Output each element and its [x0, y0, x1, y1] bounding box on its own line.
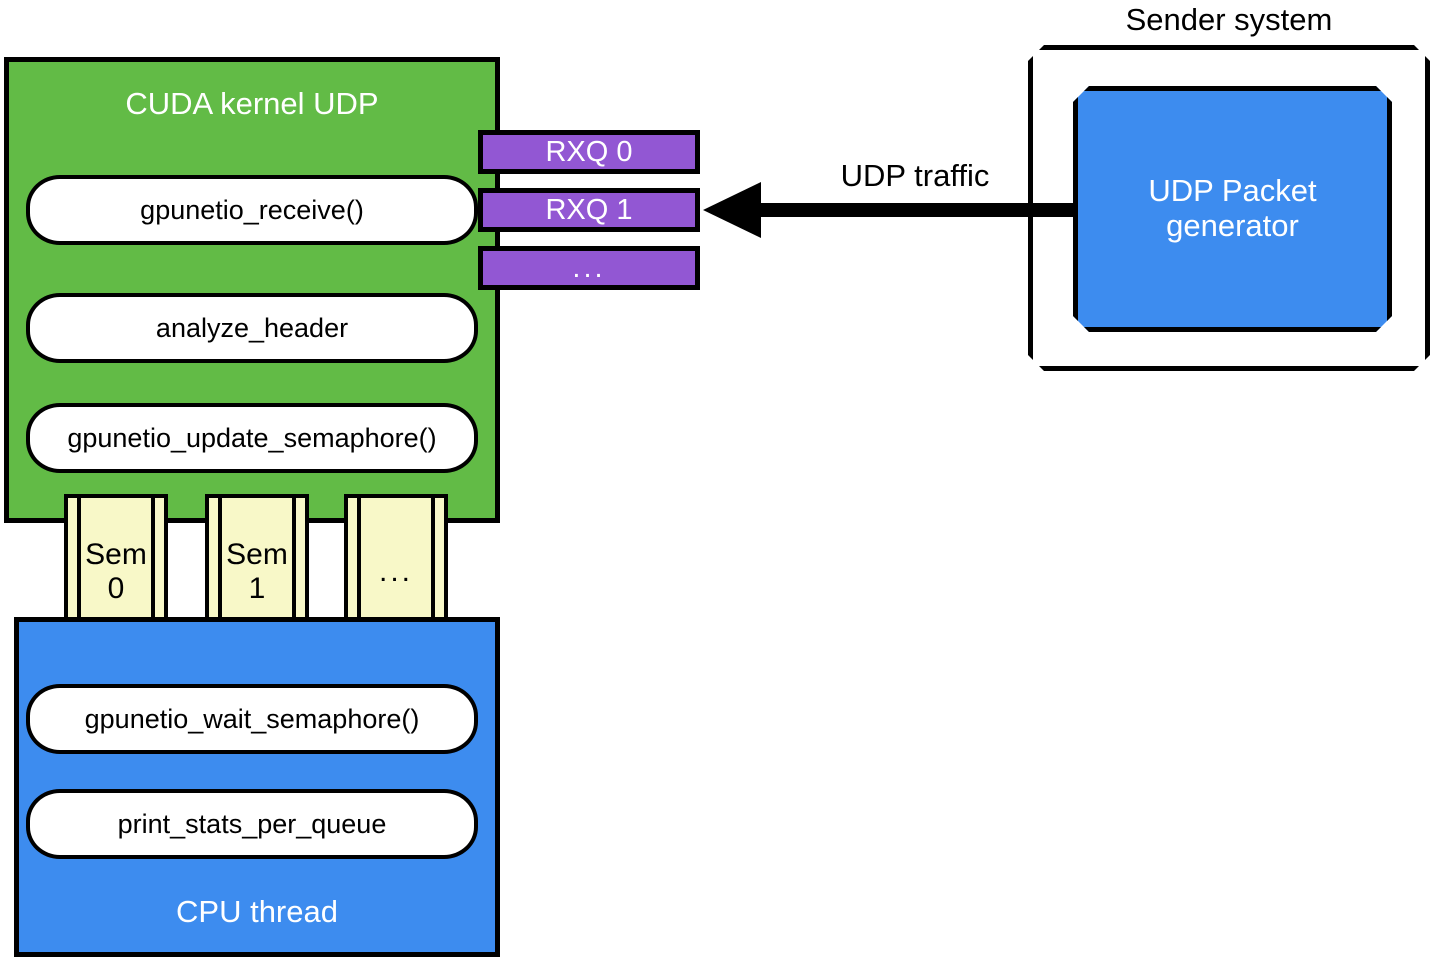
node-print-stats-per-queue[interactable]: print_stats_per_queue	[26, 789, 478, 859]
udp-traffic-label: UDP traffic	[840, 158, 990, 193]
udp-packet-generator-label-line1: UDP Packet	[1148, 173, 1317, 209]
node-gpunetio-update-semaphore-label: gpunetio_update_semaphore()	[67, 422, 437, 453]
sender-system-title: Sender system	[1125, 2, 1333, 37]
semaphore-1-label-group: Sem 1	[225, 498, 289, 646]
rxq-1-label: RXQ 1	[545, 193, 633, 226]
node-gpunetio-wait-semaphore[interactable]: gpunetio_wait_semaphore()	[26, 684, 478, 754]
node-print-stats-per-queue-label: print_stats_per_queue	[117, 808, 387, 839]
udp-packet-generator-box[interactable]: UDP Packet generator	[1073, 86, 1392, 332]
semaphore-1-label-line1: Sem	[226, 538, 288, 572]
node-analyze-header-label: analyze_header	[155, 312, 349, 343]
udp-packet-generator-label-group: UDP Packet generator	[1148, 174, 1316, 243]
node-gpunetio-update-semaphore[interactable]: gpunetio_update_semaphore()	[26, 403, 478, 473]
node-analyze-header[interactable]: analyze_header	[26, 293, 478, 363]
rxq-more-chip[interactable]: ...	[478, 246, 700, 290]
node-gpunetio-receive[interactable]: gpunetio_receive()	[26, 175, 478, 245]
rxq-0-label: RXQ 0	[545, 135, 633, 168]
semaphore-more-left-rail	[357, 494, 361, 650]
semaphore-0-label-line2: 0	[107, 572, 125, 605]
semaphore-0-label-group: Sem 0	[84, 498, 148, 646]
udp-packet-generator-label-line2: generator	[1166, 208, 1299, 243]
semaphore-more-label-group: ...	[364, 498, 428, 646]
cpu-thread-title: CPU thread	[176, 894, 338, 929]
rxq-1-chip[interactable]: RXQ 1	[478, 188, 700, 232]
semaphore-0-right-rail	[151, 494, 155, 650]
node-gpunetio-wait-semaphore-label: gpunetio_wait_semaphore()	[84, 703, 420, 734]
semaphore-1-left-rail	[218, 494, 222, 650]
node-gpunetio-receive-label: gpunetio_receive()	[140, 194, 364, 225]
semaphore-1-right-rail	[292, 494, 296, 650]
semaphore-0-label-line1: Sem	[85, 538, 147, 572]
semaphore-more-right-rail	[431, 494, 435, 650]
cpu-thread-box: CPU thread	[14, 617, 500, 957]
semaphore-more-label-line1: ...	[378, 555, 413, 589]
cuda-kernel-title: CUDA kernel UDP	[125, 86, 379, 121]
semaphore-1-label-line2: 1	[248, 572, 266, 605]
udp-traffic-arrow-head-icon	[703, 182, 761, 238]
rxq-more-label: ...	[572, 251, 606, 284]
udp-traffic-arrow-shaft	[757, 203, 1075, 217]
semaphore-0-left-rail	[77, 494, 81, 650]
rxq-0-chip[interactable]: RXQ 0	[478, 130, 700, 174]
